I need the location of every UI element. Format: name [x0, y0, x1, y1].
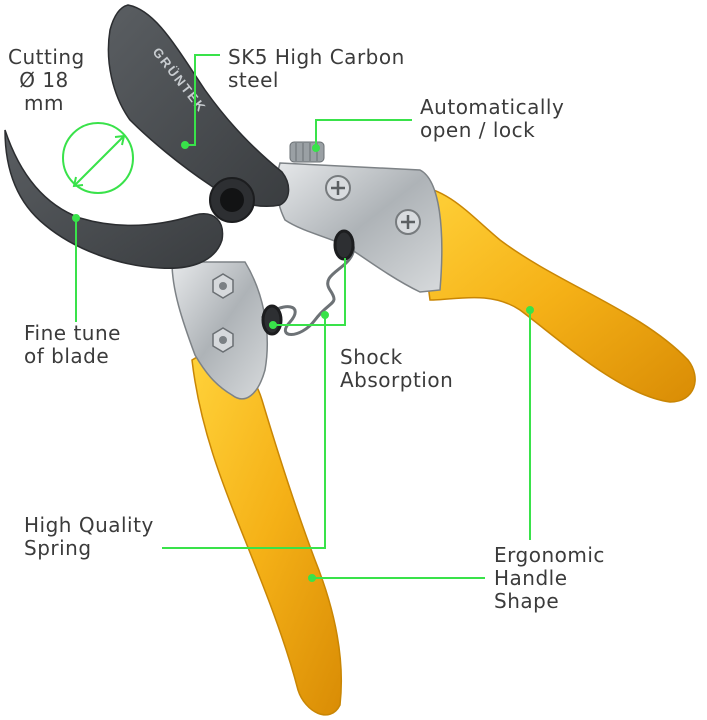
spring-line1: High Quality [24, 513, 154, 537]
right-handle [414, 184, 696, 403]
auto-lock-line2: open / lock [420, 118, 536, 142]
left-handle [191, 353, 343, 716]
spring-icon [261, 229, 355, 336]
spring-line2: Spring [24, 536, 92, 560]
shock-line1: Shock [340, 345, 403, 369]
steel-line1: SK5 High Carbon [228, 45, 405, 69]
right-handle-plate [275, 162, 443, 293]
pivot-nut-icon [209, 177, 255, 223]
shock-absorption-label: Shock Absorption [340, 346, 453, 392]
ergonomic-line1: Ergonomic [494, 543, 605, 567]
steel-line2: steel [228, 68, 279, 92]
spring-label: High Quality Spring [24, 514, 154, 560]
cutting-diameter-label: Cutting Ø 18 mm [8, 45, 85, 115]
ergonomic-label: Ergonomic Handle Shape [494, 544, 605, 613]
fine-tune-label: Fine tune of blade [24, 322, 121, 368]
cutting-line2: Ø 18 [19, 68, 69, 92]
fine-tune-line2: of blade [24, 344, 110, 368]
auto-lock-line1: Automatically [420, 95, 565, 119]
lock-mechanism-icon [289, 141, 325, 163]
hex-bolt-icon [212, 327, 234, 353]
cutting-line3: mm [24, 91, 64, 115]
screw-icon [325, 175, 351, 201]
steel-label: SK5 High Carbon steel [228, 46, 405, 92]
ergonomic-line3: Shape [494, 589, 560, 613]
cutting-diameter-marker [62, 122, 134, 194]
cutting-line1: Cutting [8, 45, 85, 69]
fine-tune-line1: Fine tune [24, 321, 121, 345]
hex-bolt-icon [212, 273, 234, 299]
auto-lock-label: Automatically open / lock [420, 96, 564, 142]
screw-icon [395, 209, 421, 235]
callout-lines [72, 54, 534, 582]
shock-line2: Absorption [340, 368, 454, 392]
ergonomic-line2: Handle [494, 566, 568, 590]
